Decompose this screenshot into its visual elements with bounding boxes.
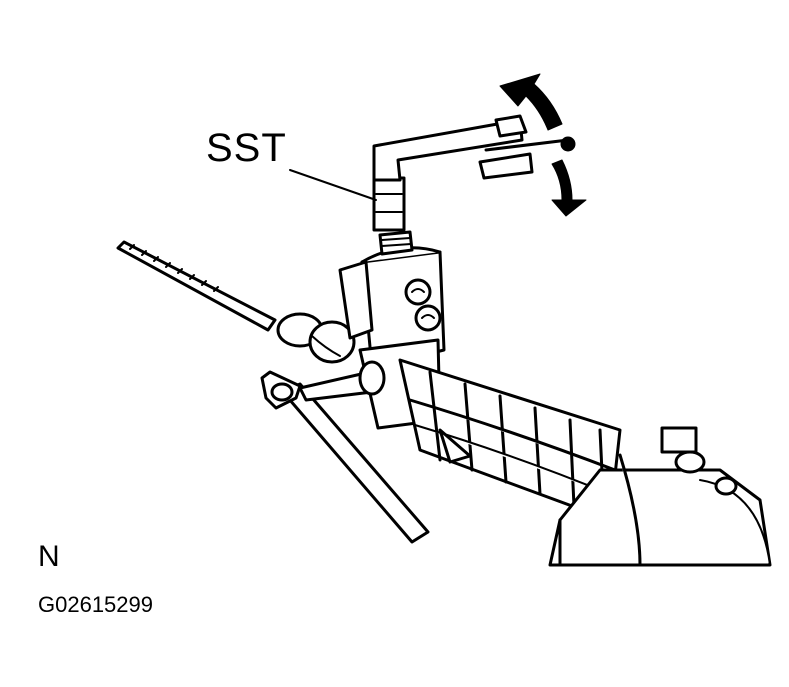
- valve-housing: [338, 230, 446, 430]
- clockwise-arrow: [499, 73, 563, 131]
- counterclockwise-arrow: [551, 159, 587, 217]
- tie-rod-end: [116, 240, 356, 364]
- rotation-arrows: [499, 73, 587, 217]
- rack-housing: [548, 426, 772, 567]
- special-service-tool: [372, 114, 576, 232]
- view-letter: N: [38, 540, 60, 573]
- sst-leader-line: [289, 169, 377, 201]
- sst-callout-label: SST: [206, 126, 287, 170]
- figure-code: G02615299: [38, 592, 153, 617]
- rack-boot: [398, 358, 622, 522]
- holding-bar: [260, 370, 430, 544]
